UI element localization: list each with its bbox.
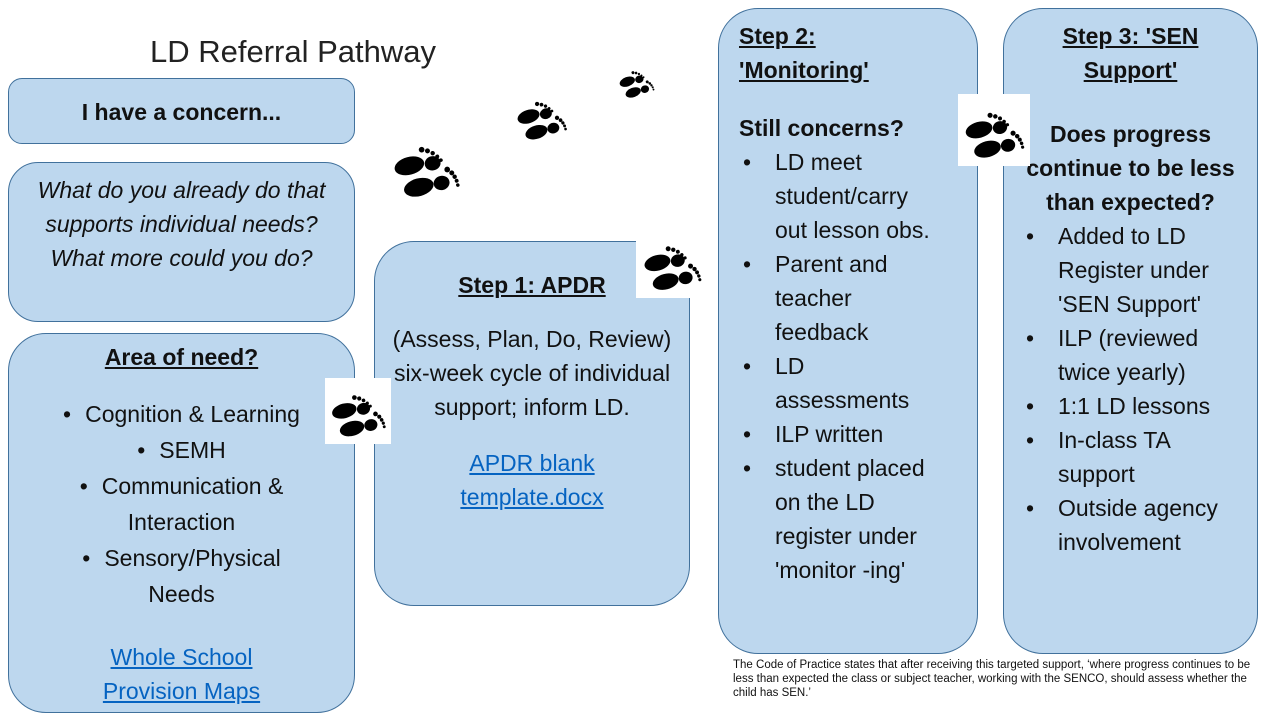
page-title: LD Referral Pathway [150,34,437,69]
step1-heading: Step 1: APDR [458,272,606,298]
step1-body: (Assess, Plan, Do, Review) six-week cycl… [392,326,672,420]
step2-item: student placed on the LD register under … [739,451,939,587]
step3-item: Added to LD Register under 'SEN Support' [1022,219,1222,321]
area-item: SEMH [9,432,354,468]
step3-item: In-class TA support [1022,423,1222,491]
step2-heading: Step 2: 'Monitoring' [739,23,869,83]
step3-subheading: Does progress continue to be less than e… [1026,121,1235,215]
step2-item: LD meet student/carry out lesson obs. [739,145,939,247]
footprints-icon [958,94,1030,166]
step2-box: Step 2: 'Monitoring' Still concerns? LD … [718,8,978,654]
area-heading: Area of need? [104,344,259,370]
step3-item: 1:1 LD lessons [1022,389,1222,423]
footprints-icon [612,60,660,102]
area-list: Cognition & Learning SEMH Communication … [9,396,354,612]
step2-item: LD assessments [739,349,939,417]
step3-list: Added to LD Register under 'SEN Support'… [1022,219,1222,559]
step2-list: LD meet student/carry out lesson obs. Pa… [739,145,939,587]
step2-item: Parent and teacher feedback [739,247,939,349]
step3-item: ILP (reviewed twice yearly) [1022,321,1222,389]
area-item: Sensory/Physical Needs [9,540,354,612]
area-item: Communication & Interaction [9,468,354,540]
footprints-icon [507,86,575,146]
area-item: Cognition & Learning [9,396,354,432]
step2-item: ILP written [739,417,939,451]
provision-maps-link[interactable]: Whole School Provision Maps [102,644,261,704]
step3-box: Step 3: 'SEN Support' Does progress cont… [1003,8,1258,654]
step2-subheading: Still concerns? [739,115,904,141]
code-of-practice-note: The Code of Practice states that after r… [733,659,1251,699]
area-of-need-box: Area of need? Cognition & Learning SEMH … [8,333,355,713]
step3-item: Outside agency involvement [1022,491,1222,559]
step3-heading: Step 3: 'SEN Support' [1062,23,1199,83]
apdr-template-link[interactable]: APDR blank template.docx [460,450,604,510]
concern-box: I have a concern... [8,78,355,144]
footprints-icon [380,126,472,206]
question-box: What do you already do that supports ind… [8,162,355,322]
step1-box: Step 1: APDR (Assess, Plan, Do, Review) … [374,241,690,606]
footprints-icon [325,378,391,444]
footprints-icon [636,228,708,298]
